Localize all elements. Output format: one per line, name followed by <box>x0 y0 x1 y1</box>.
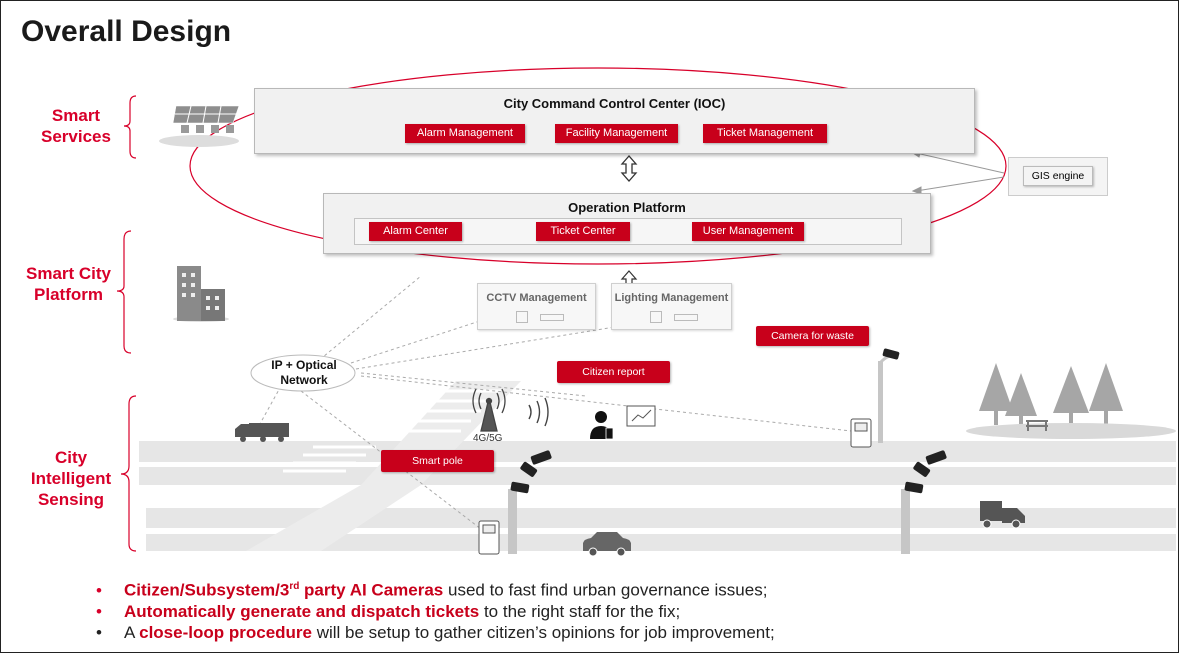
bullet-dot: • <box>96 601 102 621</box>
bullet-dot: • <box>96 580 102 600</box>
facility-management-button[interactable]: Facility Management <box>555 124 678 143</box>
network-label-line: IP + Optical <box>271 358 337 372</box>
layer-label-line: Smart <box>51 106 101 125</box>
gis-engine-box[interactable]: GIS engine <box>1023 166 1093 186</box>
network-label: IP + Optical Network <box>254 358 354 388</box>
bullet-text: to the right staff for the fix; <box>479 601 681 621</box>
layer-label-line: Services <box>41 127 111 146</box>
network-cloud-icon <box>250 354 356 392</box>
alarm-management-button[interactable]: Alarm Management <box>405 124 525 143</box>
building-icon <box>173 266 229 322</box>
layer-label-line: Intelligent <box>30 469 112 488</box>
layer-label-smart-city-platform: Smart City Platform <box>16 263 121 305</box>
gis-engine-frame: GIS engine <box>1008 157 1108 196</box>
page-title: Overall Design <box>21 15 232 48</box>
ticket-center-button[interactable]: Ticket Center <box>536 222 630 241</box>
cctv-management-title: CCTV Management <box>486 292 587 304</box>
smart-pole-callout: Smart pole <box>381 450 494 472</box>
tower-icon <box>472 388 506 432</box>
lighting-management-title: Lighting Management <box>614 292 729 304</box>
bullet-item: • A close-loop procedure will be setup to… <box>96 622 775 643</box>
road-upper <box>139 441 1176 462</box>
bullet-sup: rd <box>289 581 300 592</box>
switch-icon <box>674 314 698 321</box>
lighting-management-box[interactable]: Lighting Management <box>611 283 732 330</box>
ioc-title: City Command Control Center (IOC) <box>503 96 726 111</box>
server-icon <box>650 311 662 323</box>
citizen-report-callout: Citizen report <box>557 361 670 383</box>
user-management-button[interactable]: User Management <box>692 222 804 241</box>
road-lower <box>146 508 1176 528</box>
bench-icon <box>1026 420 1048 431</box>
layer-label-line: Smart City <box>25 264 112 283</box>
bullet-list: •Citizen/Subsystem/3rd party AI Cameras … <box>96 576 775 643</box>
layer-label-line: City <box>54 448 88 467</box>
gis-arrows <box>911 149 1005 195</box>
layer-label-line: Platform <box>34 285 103 304</box>
layer-label-city-intelligent-sensing: City Intelligent Sensing <box>21 447 121 510</box>
bullet-item: •Citizen/Subsystem/3rd party AI Cameras … <box>96 576 775 601</box>
tower-label: 4G/5G <box>473 433 503 444</box>
truck-icon <box>980 501 1025 529</box>
citizen-phone-icon <box>590 411 614 440</box>
ticket-management-button[interactable]: Ticket Management <box>703 124 827 143</box>
platform-ellipse <box>189 67 1007 265</box>
truck-icon <box>235 423 289 442</box>
bullet-highlight: Citizen/Subsystem/3 <box>124 580 290 600</box>
double-arrow <box>620 155 638 182</box>
switch-icon <box>540 314 564 321</box>
ioc-box: City Command Control Center (IOC) Alarm … <box>254 88 975 154</box>
operation-platform-box: Operation Platform Alarm Center Ticket C… <box>323 193 931 254</box>
bullet-prefix: A <box>124 622 140 642</box>
bullet-dot: • <box>96 622 102 642</box>
car-icon <box>583 532 631 557</box>
bullet-highlight-after: party AI Cameras <box>299 580 444 600</box>
bullet-text: used to fast find urban governance issue… <box>443 580 768 600</box>
bullet-item: • Automatically generate and dispatch tic… <box>96 601 775 622</box>
road-lower-2 <box>146 534 1176 551</box>
server-icon <box>516 311 528 323</box>
tablet-chart-icon <box>626 405 656 427</box>
cctv-management-box[interactable]: CCTV Management <box>477 283 596 330</box>
tree-icon <box>966 363 1176 439</box>
bullet-text: will be setup to gather citizen’s opinio… <box>312 622 775 642</box>
layer-label-line: Sensing <box>37 490 105 509</box>
camera-icon <box>510 348 947 494</box>
layer-label-smart-services: Smart Services <box>31 105 121 147</box>
kiosk-icon <box>478 418 872 555</box>
camera-for-waste-callout: Camera for waste <box>756 326 869 346</box>
layer-brackets <box>116 95 137 552</box>
wireless-signal-icon <box>528 397 549 427</box>
network-label-line: Network <box>280 373 328 387</box>
bullet-highlight: Automatically generate and dispatch tick… <box>124 601 480 621</box>
bullet-highlight: close-loop procedure <box>139 622 312 642</box>
operation-platform-title: Operation Platform <box>568 200 686 215</box>
alarm-center-button[interactable]: Alarm Center <box>369 222 462 241</box>
solar-panel-icon <box>159 105 240 147</box>
